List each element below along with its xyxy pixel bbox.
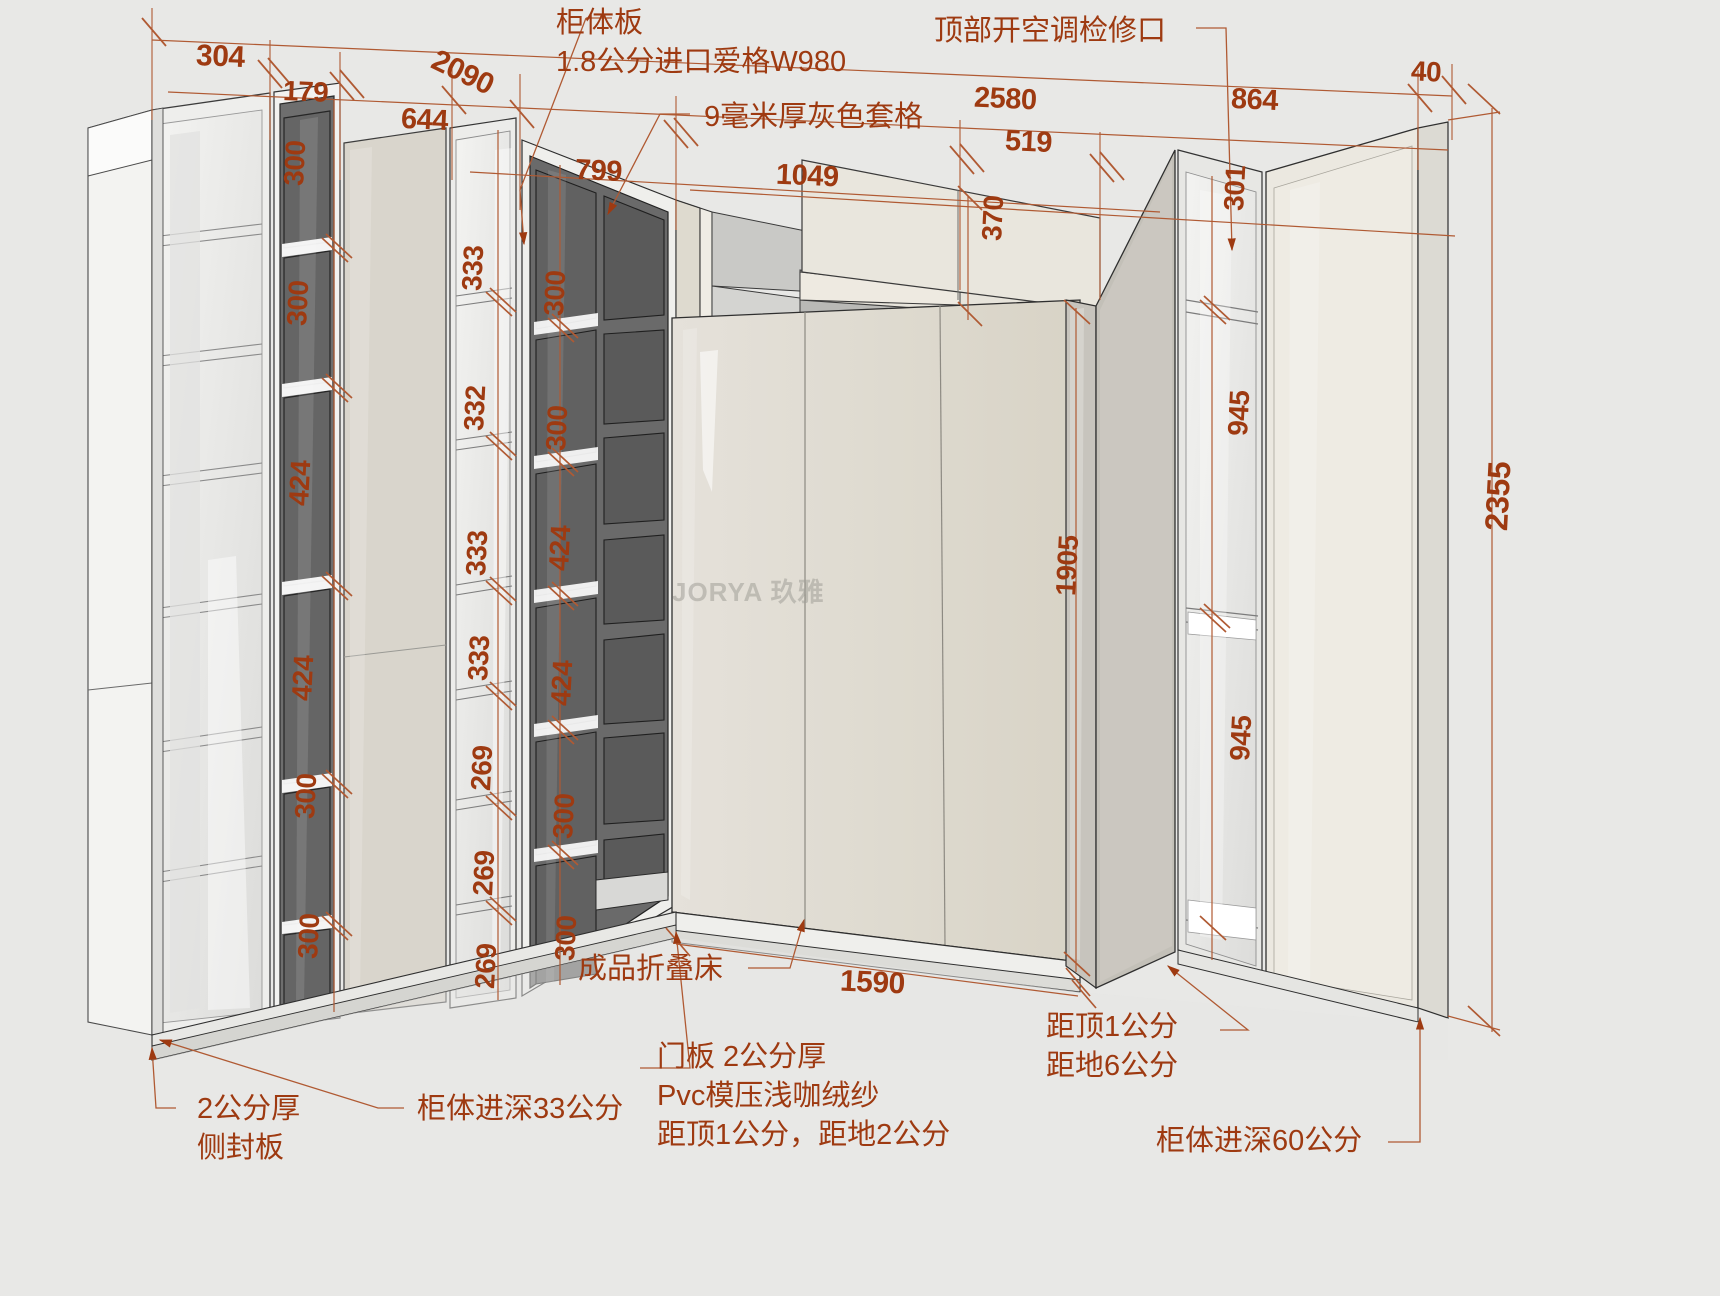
dim-m-333b: 333: [460, 529, 494, 577]
dim-l-300d: 300: [292, 912, 326, 960]
dim-m-333a: 333: [456, 244, 490, 292]
note-door-panel: 门板 2公分厚 Pvc模压浅咖绒纱 距顶1公分，距地2公分: [657, 1038, 950, 1155]
dim-m-269b: 269: [467, 849, 501, 897]
note-folding-bed: 成品折叠床: [578, 953, 724, 985]
dim-r-300d: 300: [549, 914, 583, 962]
note-door-panel-line3: 距顶1公分，距地2公分: [657, 1119, 951, 1152]
dim-m-269c: 269: [469, 942, 503, 990]
dim-2580: 2580: [973, 81, 1038, 117]
dim-370: 370: [976, 194, 1010, 242]
note-depth-60: 柜体进深60公分: [1156, 1125, 1363, 1157]
dim-m-269a: 269: [465, 744, 499, 792]
note-gap-line2: 距地6公分: [1046, 1050, 1179, 1083]
dim-945a: 945: [1222, 389, 1256, 437]
dim-519: 519: [1004, 124, 1053, 160]
middle-open-shelf-unit: [449, 117, 517, 1009]
note-door-panel-line1: 门板 2公分厚: [657, 1041, 827, 1073]
open-swing-door: [1065, 149, 1176, 990]
left-grey-grid-column: [273, 82, 341, 1027]
cabinet-geometry: [87, 82, 1449, 1061]
dim-304: 304: [195, 38, 246, 75]
ac-access-upper-panel: [799, 159, 1101, 319]
dim-2355: 2355: [1478, 460, 1518, 532]
dim-1049: 1049: [775, 158, 840, 194]
note-cabinet-board: 柜体板 1.8公分进口爱格W980: [556, 4, 846, 82]
dim-301: 301: [1218, 164, 1252, 212]
dim-799: 799: [574, 153, 623, 189]
leader-lines: [148, 17, 1425, 1143]
dim-r-424b: 424: [545, 659, 579, 707]
note-cabinet-board-line2: 1.8公分进口爱格W980: [556, 46, 847, 79]
dim-r-300b: 300: [540, 404, 574, 452]
left-open-shelf-unit: [151, 92, 271, 1036]
dim-r-300c: 300: [547, 792, 581, 840]
folding-bed-face: [671, 299, 1081, 993]
dim-864: 864: [1230, 82, 1279, 118]
dim-l-424b: 424: [286, 654, 320, 702]
left-beige-door-panel: [343, 127, 447, 1015]
note-depth-33: 柜体进深33公分: [417, 1093, 624, 1125]
note-gap-line1: 距顶1公分: [1046, 1011, 1179, 1043]
dim-l-300b: 300: [281, 279, 315, 327]
note-side-panel-line1: 2公分厚: [197, 1093, 301, 1125]
dim-l-300a: 300: [278, 139, 312, 187]
dim-644: 644: [400, 102, 449, 138]
dim-1905: 1905: [1050, 534, 1085, 597]
note-side-panel: 2公分厚 侧封板: [197, 1090, 300, 1168]
dim-1590: 1590: [839, 964, 906, 1001]
left-rear-carcass: [87, 109, 153, 1036]
dim-m-332: 332: [458, 384, 492, 432]
note-gap: 距顶1公分 距地6公分: [1046, 1008, 1178, 1086]
dim-l-424a: 424: [283, 459, 317, 507]
note-cabinet-board-line1: 柜体板: [556, 7, 644, 39]
dim-m-333c: 333: [462, 634, 496, 682]
note-ac-access: 顶部开空调检修口: [934, 15, 1167, 47]
dim-r-300a: 300: [538, 269, 572, 317]
dim-r-424a: 424: [543, 524, 577, 572]
dim-179: 179: [282, 75, 329, 108]
note-grey-grid: 9毫米厚灰色套格: [704, 101, 924, 133]
dim-l-300c: 300: [289, 772, 323, 820]
dimension-lines: [141, 8, 1501, 1037]
note-door-panel-line2: Pvc模压浅咖绒纱: [657, 1080, 880, 1113]
dim-945b: 945: [1224, 714, 1258, 762]
right-side-return-panel: [1417, 121, 1449, 1019]
right-tall-door-panel: [1265, 127, 1419, 1009]
right-open-carcass: [1177, 149, 1263, 979]
corner-return-panel: [675, 199, 713, 331]
dim-40: 40: [1410, 55, 1442, 88]
watermark: JORYA 玖雅: [672, 577, 825, 607]
note-side-panel-line2: 侧封板: [197, 1132, 285, 1165]
